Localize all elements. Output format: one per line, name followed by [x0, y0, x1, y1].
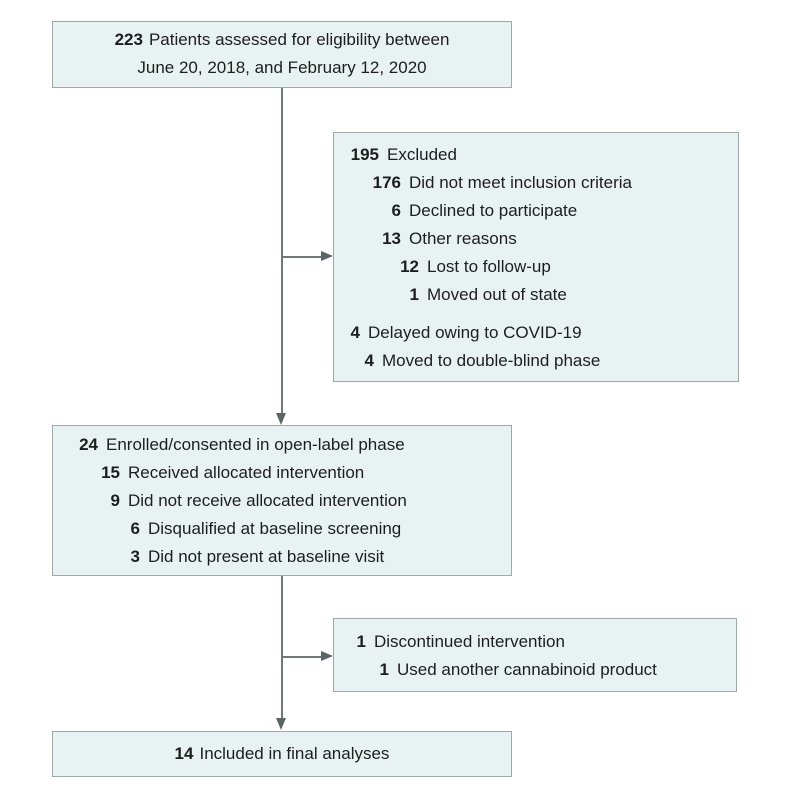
- label: Enrolled/consented in open-label phase: [106, 435, 405, 454]
- label: Declined to participate: [409, 201, 578, 220]
- label: Used another cannabinoid product: [397, 660, 657, 679]
- label: Did not present at baseline visit: [148, 547, 385, 566]
- count: 4: [350, 323, 360, 342]
- count: 6: [130, 519, 140, 538]
- flow-line: 4 Delayed owing to COVID-19: [350, 319, 726, 347]
- label: Received allocated intervention: [128, 463, 365, 482]
- count: 1: [379, 660, 389, 679]
- assessed-box: 223 Patients assessed for eligibility bet…: [52, 21, 512, 88]
- connector-branch-discontinued: [282, 656, 322, 658]
- flow-line: 176 Did not meet inclusion criteria: [350, 169, 726, 197]
- assessed-line2: June 20, 2018, and February 12, 2020: [137, 58, 427, 77]
- count: 3: [130, 547, 140, 566]
- final-analyses-box: 14 Included in final analyses: [52, 731, 512, 777]
- assessed-count: 223: [114, 30, 143, 49]
- count: 176: [372, 173, 401, 192]
- count: 1: [356, 632, 366, 651]
- line-group: 24 Enrolled/consented in open-label phase…: [77, 431, 499, 571]
- label: Moved out of state: [427, 285, 567, 304]
- flow-line: 24 Enrolled/consented in open-label phase: [77, 431, 499, 459]
- count: 15: [101, 463, 120, 482]
- label: Disqualified at baseline screening: [148, 519, 402, 538]
- label: Did not meet inclusion criteria: [409, 173, 632, 192]
- label: Excluded: [387, 145, 457, 164]
- arrowhead-final-icon: [276, 718, 286, 730]
- arrowhead-discontinued-icon: [321, 651, 333, 661]
- flow-line: 9 Did not receive allocated intervention: [77, 487, 499, 515]
- connector-branch-excluded: [282, 256, 322, 258]
- count: 4: [364, 351, 374, 370]
- arrowhead-excluded-icon: [321, 251, 333, 261]
- final-text: Included in final analyses: [199, 744, 390, 763]
- flow-line: 1 Used another cannabinoid product: [350, 656, 724, 684]
- flow-line: 3 Did not present at baseline visit: [77, 543, 499, 571]
- excluded-box: 195 Excluded 176 Did not meet inclusion cri…: [333, 132, 739, 382]
- flow-line: 6 Declined to participate: [350, 197, 726, 225]
- label: Lost to follow-up: [427, 257, 551, 276]
- flow-line: 6 Disqualified at baseline screening: [77, 515, 499, 543]
- flow-line: 4 Moved to double-blind phase: [350, 347, 726, 375]
- line-group: 195 Excluded 176 Did not meet inclusion cri…: [350, 141, 726, 309]
- label: Discontinued intervention: [374, 632, 565, 651]
- label: Did not receive allocated intervention: [128, 491, 407, 510]
- count: 12: [400, 257, 419, 276]
- flow-line: 15 Received allocated intervention: [77, 459, 499, 487]
- count: 24: [79, 435, 98, 454]
- count: 13: [382, 229, 401, 248]
- label: Moved to double-blind phase: [382, 351, 601, 370]
- assessed-line1: 223 Patients assessed for eligibility bet…: [53, 26, 511, 54]
- count: 9: [110, 491, 120, 510]
- label: Other reasons: [409, 229, 517, 248]
- connector-assessed-to-enrolled: [281, 88, 283, 414]
- connector-enrolled-to-final: [281, 576, 283, 719]
- flow-line: 1 Discontinued intervention: [350, 628, 724, 656]
- flow-line: 1 Moved out of state: [350, 281, 726, 309]
- arrowhead-enrolled-icon: [276, 413, 286, 425]
- count: 195: [350, 145, 379, 164]
- count: 6: [391, 201, 401, 220]
- enrolled-box: 24 Enrolled/consented in open-label phase…: [52, 425, 512, 576]
- assessed-text: Patients assessed for eligibility betwee…: [148, 30, 450, 49]
- flow-line: 13 Other reasons: [350, 225, 726, 253]
- count: 1: [409, 285, 419, 304]
- label: Delayed owing to COVID-19: [368, 323, 582, 342]
- final-count: 14: [174, 744, 194, 763]
- flow-line: 12 Lost to follow-up: [350, 253, 726, 281]
- flow-line: 195 Excluded: [350, 141, 726, 169]
